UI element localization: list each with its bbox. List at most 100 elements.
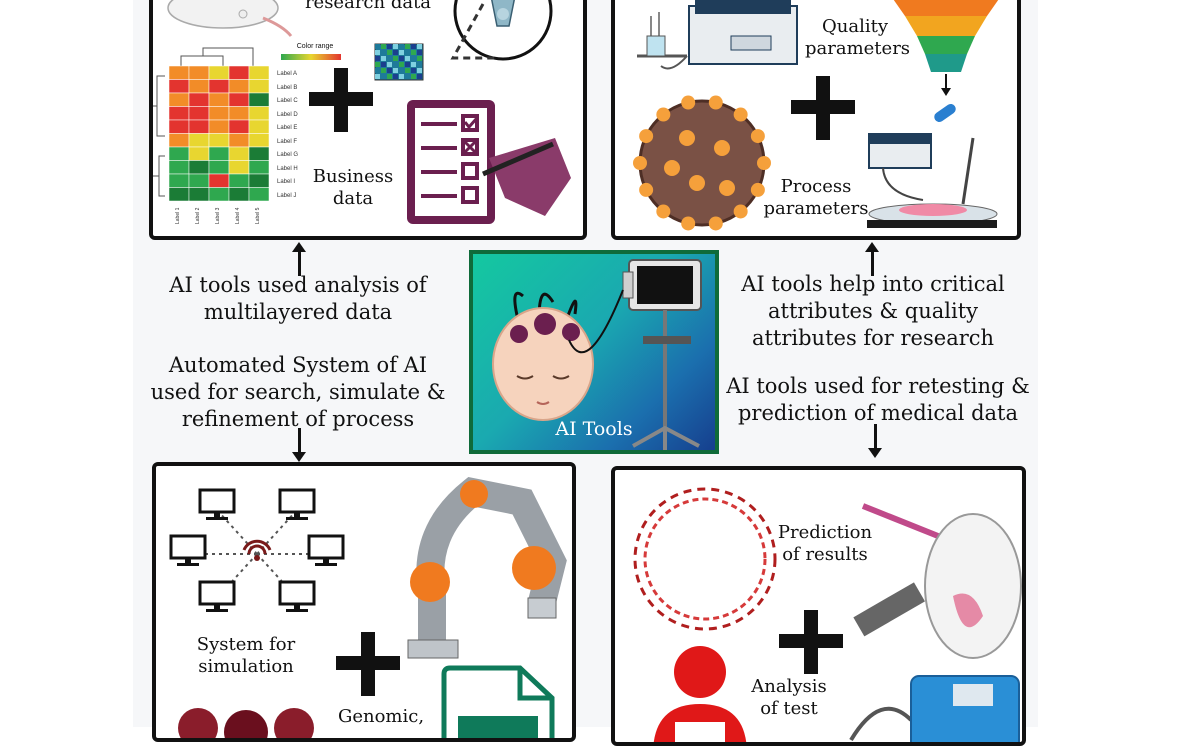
microarray-cell <box>399 68 404 73</box>
microarray-cell <box>411 44 416 49</box>
dashed-connector <box>450 3 498 60</box>
heatmap-cell <box>208 92 230 107</box>
microarray-cell <box>399 50 404 55</box>
heatmap-cell <box>208 79 230 94</box>
computer-icon <box>169 534 207 566</box>
heatmap-cell <box>208 133 230 148</box>
microarray-cell <box>417 74 422 79</box>
microarray-cell <box>405 56 410 61</box>
microarray-cell <box>375 74 380 79</box>
spreadsheet-file-icon <box>441 665 555 738</box>
heatmap-cell <box>228 133 250 148</box>
microarray-cell <box>405 68 410 73</box>
microarray-cell <box>405 74 410 79</box>
microarray-cell <box>417 56 422 61</box>
heatmap-cell <box>168 173 190 188</box>
virus-spike <box>639 182 654 197</box>
mouse-icon <box>167 0 293 37</box>
virus-spike <box>708 216 723 231</box>
virus-surface-protein <box>689 175 705 191</box>
microarray-cell <box>411 50 416 55</box>
heatmap-cell <box>248 133 270 148</box>
microarray-cell <box>381 68 386 73</box>
heatmap-row-label: Label G <box>277 152 299 158</box>
heatmap-cell <box>228 79 250 94</box>
network-diagram <box>169 488 345 612</box>
microarray-cell <box>387 50 392 55</box>
arrow-to-bottom-right-panel <box>868 424 882 458</box>
research-data-label: research data <box>304 0 432 13</box>
virus-spike <box>733 204 748 219</box>
heatmap-row-label: Label E <box>277 125 298 131</box>
microarray-cell <box>375 62 380 67</box>
heatmap-col-label: Label 4 <box>235 207 241 224</box>
plus-sign-bottom-left <box>336 632 400 696</box>
caption-analysis-multilayered: AI tools used analysis of multilayered d… <box>169 273 427 324</box>
heatmap-col-label: Label 5 <box>255 207 261 224</box>
microarray-cell <box>387 62 392 67</box>
color-range-label: Color range <box>296 43 334 50</box>
microarray-cell <box>393 62 398 67</box>
heatmap-cell <box>208 187 230 202</box>
heatmap-cell <box>168 160 190 175</box>
caption-retesting-prediction: AI tools used for retesting & prediction… <box>726 374 1030 425</box>
arrow-to-top-left-panel <box>292 242 306 276</box>
virus-surface-protein <box>714 140 730 156</box>
microarray-cell <box>381 56 386 61</box>
heatmap-cell <box>168 79 190 94</box>
heatmap-cell <box>248 146 270 161</box>
virus-spike <box>656 107 671 122</box>
microarray-cell <box>411 68 416 73</box>
eeg-head-icon <box>492 291 594 421</box>
funnel-icon <box>893 0 999 123</box>
microarray-grid-icon <box>374 43 424 81</box>
process-parameters-label: Process parameters <box>763 176 869 219</box>
panel-quality-process-parameters: Quality parameters Process parameters <box>611 0 1021 240</box>
analyzer-device-icon <box>849 675 1020 742</box>
heatmap-cell <box>168 106 190 121</box>
heatmap-cell <box>228 119 250 134</box>
heatmap-cell <box>168 133 190 148</box>
heatmap-cell <box>228 187 250 202</box>
microarray-cell <box>405 50 410 55</box>
virus-spike <box>750 129 765 144</box>
system-simulation-label: System for simulation <box>196 634 296 677</box>
virus-spike <box>750 182 765 197</box>
heatmap-row-label: Label J <box>277 192 297 199</box>
prediction-results-label: Prediction of results <box>777 522 873 565</box>
microarray-cell <box>387 68 392 73</box>
analysis-test-label: Analysis of test <box>751 676 827 719</box>
microarray-cell <box>393 74 398 79</box>
microarray-cell <box>381 50 386 55</box>
microarray-cell <box>393 44 398 49</box>
computer-icon <box>278 488 316 520</box>
microarray-cell <box>399 44 404 49</box>
heatmap-cell <box>248 92 270 107</box>
virus-spike <box>708 95 723 110</box>
heatmap-dendrogram <box>153 75 165 197</box>
heatmap-cell <box>188 106 210 121</box>
heatmap-row-label: Label H <box>277 165 298 172</box>
microscope-circle-icon <box>453 0 553 61</box>
microarray-cell <box>375 44 380 49</box>
virus-spike <box>757 156 771 170</box>
heatmap-cell <box>188 187 210 202</box>
microarray-cell <box>375 68 380 73</box>
computer-icon <box>198 580 236 612</box>
microarray-cell <box>405 62 410 67</box>
microarray-cell <box>387 44 392 49</box>
microarray-cell <box>393 56 398 61</box>
virus-spike <box>733 107 748 122</box>
heatmap-cell <box>188 133 210 148</box>
microarray-cell <box>393 50 398 55</box>
virus-spike <box>681 216 696 231</box>
heatmap-cell <box>248 65 270 80</box>
heatmap-cell <box>248 79 270 94</box>
microarray-cell <box>381 74 386 79</box>
person-icon <box>653 646 747 742</box>
microarray-cell <box>417 62 422 67</box>
microarray-cell <box>417 50 422 55</box>
microarray-cell <box>399 56 404 61</box>
heatmap-col-label: Label 1 <box>175 207 181 224</box>
